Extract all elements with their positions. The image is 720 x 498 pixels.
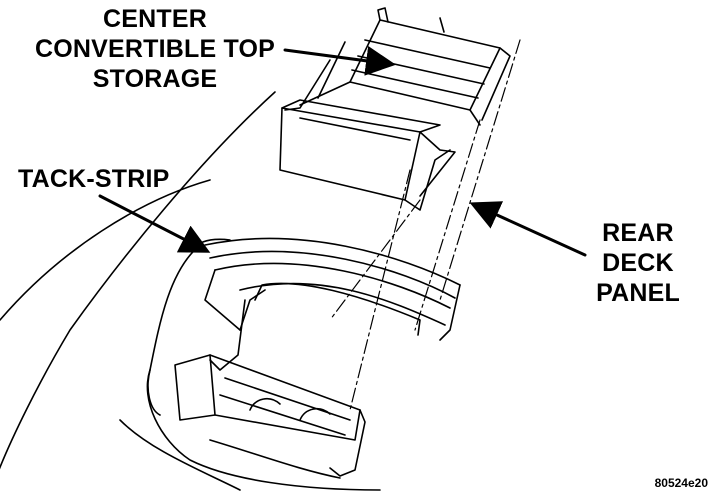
alignment-lines: [329, 39, 521, 411]
storage-label-line-3: STORAGE: [92, 65, 218, 93]
rear-deck-label-line-3: PANEL: [596, 279, 680, 307]
leader-arrows: [98, 45, 587, 257]
storage-label-line-1: CENTER: [103, 5, 207, 33]
tack-strip-arrow: [98, 194, 211, 253]
storage-box-front: [279, 99, 456, 211]
storage-label: CENTER CONVERTIBLE TOP STORAGE: [10, 4, 300, 94]
storage-compartment: [284, 7, 511, 126]
body-side-line-inner: [0, 179, 211, 321]
tack-strip-label: TACK-STRIP: [18, 164, 188, 194]
tack-strip-label-line-1: TACK-STRIP: [18, 165, 170, 193]
rear-deck-panel-label: REAR DECK PANEL: [578, 218, 698, 308]
rear-deck-arrow: [469, 201, 587, 257]
rear-deck-label-line-2: DECK: [602, 249, 674, 277]
lower-well-structure: [119, 244, 381, 491]
figure-id: 80524e20: [654, 476, 708, 490]
storage-label-line-2: CONVERTIBLE TOP: [34, 35, 276, 63]
rear-deck-label-line-1: REAR: [602, 219, 674, 247]
body-side-line-outer: [0, 91, 276, 470]
rear-deck-panel: [189, 237, 461, 341]
storage-arrow: [283, 45, 396, 76]
